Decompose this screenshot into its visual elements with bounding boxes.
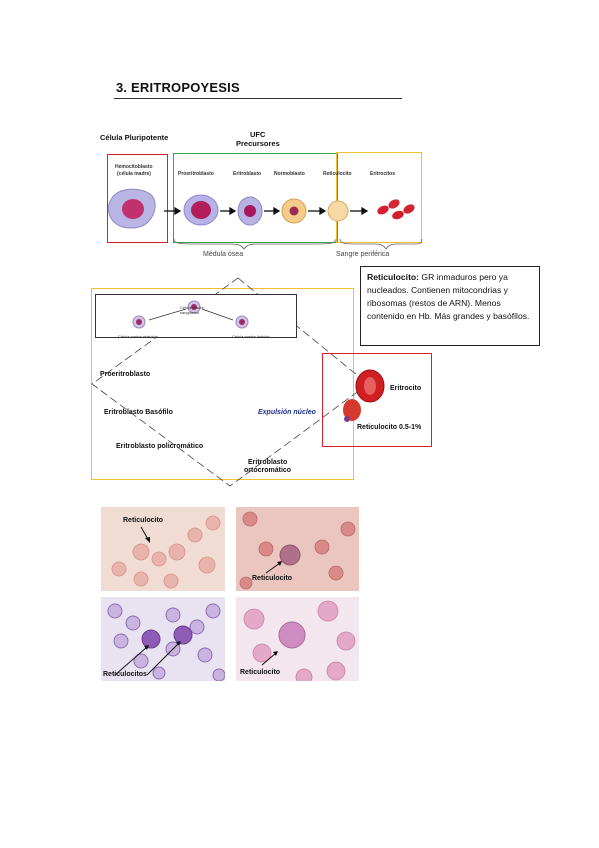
micrograph-2: Reticulocito	[236, 507, 359, 591]
inset-top-right: Célula madre linfoide	[232, 334, 270, 339]
stage-arrows	[164, 206, 369, 216]
micrograph-1-label: Reticulocito	[123, 517, 164, 524]
eritrocito-cell	[377, 205, 389, 215]
hemocitoblasto-nucleus	[122, 199, 144, 219]
yellow-box-peripheral	[336, 152, 422, 243]
eritrocito-cell	[392, 210, 404, 220]
micrograph-4: Reticulocito	[236, 597, 359, 681]
page-title: 3. ERITROPOYESIS	[116, 80, 240, 95]
micrograph-3-label: Reticulocitos	[103, 671, 147, 678]
stage-cells-illustration	[107, 188, 415, 229]
red-box-mature	[322, 353, 432, 447]
label-ufc: UFC	[250, 130, 266, 139]
label-ortocromatico-1: Eritroblasto	[248, 459, 288, 466]
stage-normoblasto: Normoblasto	[274, 171, 305, 177]
stem-cell-inset-art	[132, 300, 249, 329]
proeritroblasto-nucleus	[191, 201, 211, 219]
green-box-precursors	[173, 153, 338, 243]
label-precursors: Precursores	[236, 139, 280, 148]
stage-eritroblasto: Eritroblasto	[233, 171, 262, 177]
micrograph-4-label: Reticulocito	[240, 669, 281, 676]
zone-brackets	[173, 238, 423, 250]
reticulocyte-note: Reticulocito: GR inmaduros pero ya nucle…	[360, 266, 540, 346]
micrograph-2-label: Reticulocito	[252, 575, 293, 582]
micrograph-3: Reticulocitos	[101, 597, 225, 681]
eritrocito-cell	[403, 204, 415, 214]
eritroblasto-nucleus	[244, 205, 256, 217]
label-eritrocito: Eritrocito	[390, 385, 422, 392]
eritrocito-cell	[388, 199, 400, 209]
normoblasto-nucleus	[289, 206, 299, 216]
label-expulsion: Expulsión núcleo	[258, 409, 316, 416]
note-text: GR inmaduros pero ya nucleados. Contiene…	[367, 272, 530, 321]
reticulocito-small	[343, 399, 361, 421]
red-box-stem	[107, 154, 168, 243]
title-underline	[114, 98, 402, 99]
stage-hemocitoblasto-sub: (célula madre)	[117, 171, 151, 177]
stage-hemocitoblasto: Hemocitoblasto	[115, 164, 153, 170]
stage-proeritroblasto: Proeritroblasto	[178, 171, 214, 177]
label-ortocromatico-2: ortocromático	[244, 467, 292, 474]
dashed-outline	[91, 277, 369, 487]
label-pluripotent: Célula Pluripotente	[100, 133, 169, 142]
stage-eritrocitos: Eritrocitos	[370, 171, 396, 177]
stem-cell-inset	[95, 294, 297, 338]
zone-sangre: Sangre periférica	[336, 251, 390, 258]
note-term: Reticulocito:	[367, 272, 420, 282]
micrograph-1: Reticulocito	[101, 507, 225, 591]
stage-reticulocito: Reticulocito	[323, 171, 352, 177]
label-reticulocito: Reticulocito 0.5-1%	[357, 424, 422, 431]
inset-top-left: Célula madre mieloide	[118, 334, 158, 339]
label-proeritroblasto: Proeritroblasto	[100, 371, 151, 378]
zone-medula: Médula ósea	[203, 251, 244, 258]
inset-top-center: Célula madre sanguínea	[180, 305, 204, 315]
reticulocito-cell	[327, 200, 349, 222]
label-policromatico: Eritroblasto policromático	[116, 443, 204, 450]
mature-cells	[343, 369, 385, 422]
label-basofilo: Eritroblasto Basófilo	[104, 409, 173, 416]
